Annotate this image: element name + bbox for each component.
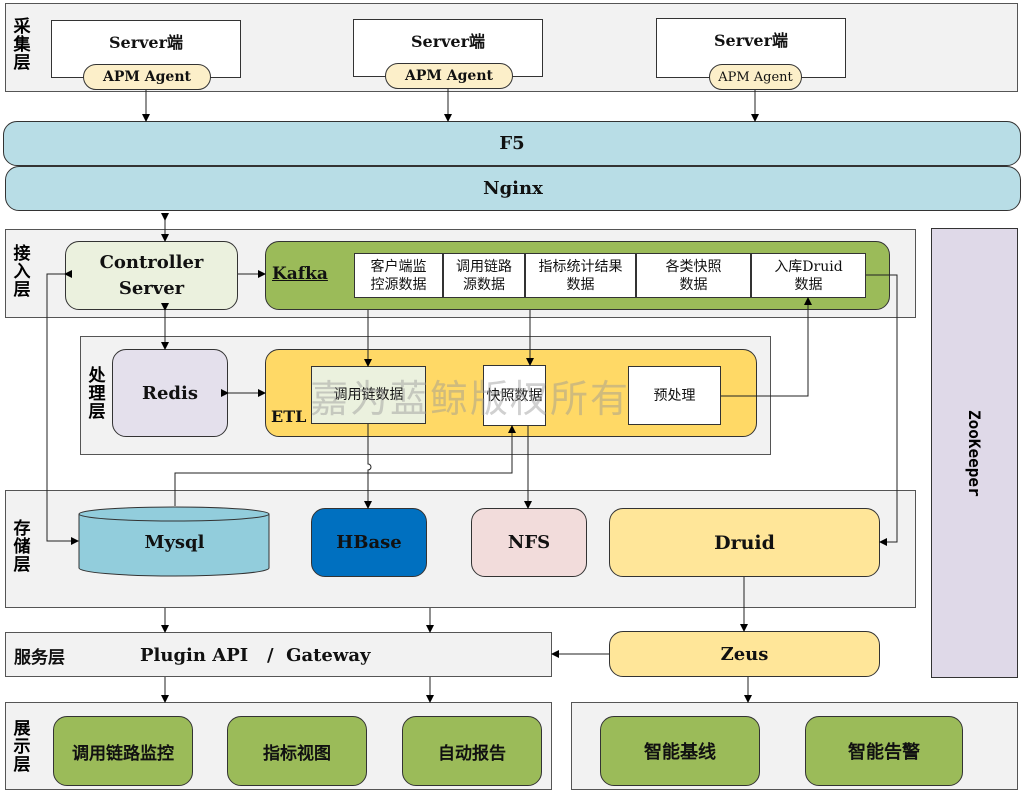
f5-label: F5 [499, 133, 525, 154]
mysql-database[interactable]: Mysql [78, 520, 271, 564]
apm-agent-3[interactable]: APM Agent [709, 64, 802, 90]
nginx-proxy[interactable]: Nginx [5, 166, 1021, 211]
topic-line1: 入库Druid [774, 258, 843, 275]
server-label: Server端 [713, 31, 789, 50]
display-auto-report[interactable]: 自动报告 [402, 716, 542, 786]
service-layer [5, 632, 552, 677]
hbase-store[interactable]: HBase [311, 508, 427, 577]
display-item-label: 指标视图 [263, 743, 331, 764]
topic-line2: 源数据 [463, 276, 505, 293]
zeus-label: Zeus [720, 643, 769, 665]
agent-label: APM Agent [718, 69, 793, 85]
process-layer-label: 处理层 [88, 366, 106, 422]
display-item-label: 调用链路监控 [72, 743, 174, 764]
topic-line1: 调用链路 [456, 258, 512, 275]
topic-line2: 数据 [679, 276, 708, 293]
display-layer-label: 展示层 [13, 719, 31, 775]
topic-line2: 控源数据 [370, 276, 427, 293]
nginx-label: Nginx [483, 178, 543, 199]
etl-trace-data[interactable]: 调用链数据 [311, 366, 426, 424]
druid-store[interactable]: Druid [609, 508, 880, 577]
etl-item-label: 快照数据 [486, 387, 543, 404]
display-trace-monitor[interactable]: 调用链路监控 [53, 716, 193, 786]
service-layer-label: 服务层 [14, 647, 65, 668]
watermark: 嘉为蓝鲸版权所有 [310, 376, 631, 421]
etl-label: ETL [271, 406, 307, 426]
etl-item-label: 调用链数据 [333, 387, 404, 403]
agent-label: APM Agent [103, 69, 191, 85]
display-item-label: 自动报告 [438, 743, 506, 764]
display-item-label: 智能基线 [644, 742, 716, 763]
plugin-api-gateway[interactable]: Plugin API / Gateway [140, 644, 371, 666]
collect-layer-label: 采集层 [13, 17, 31, 73]
server-label: Server端 [410, 32, 486, 51]
controller-line2: Server [118, 277, 185, 299]
redis-label: Redis [142, 382, 198, 404]
apm-agent-2[interactable]: APM Agent [385, 63, 513, 89]
druid-label: Druid [714, 531, 775, 554]
zookeeper[interactable]: ZooKeeper [931, 228, 1018, 678]
nfs-label: NFS [507, 532, 551, 553]
controller-line1: Controller [99, 251, 204, 273]
access-layer-label: 接入层 [13, 244, 31, 300]
nfs-store[interactable]: NFS [471, 508, 587, 577]
topic-line2: 数据 [794, 276, 823, 293]
zeus[interactable]: Zeus [609, 631, 880, 677]
kafka-topic-client[interactable]: 客户端监 控源数据 [354, 253, 443, 298]
redis[interactable]: Redis [112, 349, 228, 437]
mysql-label: Mysql [144, 531, 205, 553]
kafka-topic-druid[interactable]: 入库Druid 数据 [751, 253, 866, 298]
kafka-label: Kafka [272, 264, 328, 284]
topic-line2: 数据 [566, 276, 595, 293]
controller-server[interactable]: Controller Server [65, 241, 238, 310]
topic-line1: 客户端监 [370, 258, 427, 275]
storage-layer-label: 存储层 [13, 519, 31, 575]
etl-snapshot-data[interactable]: 快照数据 [483, 365, 546, 426]
hbase-label: HBase [336, 532, 402, 553]
display-metric-view[interactable]: 指标视图 [227, 716, 367, 786]
etl-item-label: 预处理 [653, 387, 696, 404]
smart-baseline[interactable]: 智能基线 [600, 716, 760, 786]
topic-line1: 指标统计结果 [538, 258, 623, 275]
kafka-topic-metrics[interactable]: 指标统计结果 数据 [525, 253, 636, 298]
server-label: Server端 [108, 33, 184, 52]
smart-alert[interactable]: 智能告警 [805, 716, 963, 786]
topic-line1: 各类快照 [665, 258, 722, 275]
agent-label: APM Agent [405, 68, 493, 84]
kafka-topic-trace[interactable]: 调用链路 源数据 [443, 253, 525, 298]
etl-preprocess[interactable]: 预处理 [628, 366, 721, 425]
display-item-label: 智能告警 [848, 742, 920, 763]
kafka-topic-snapshot[interactable]: 各类快照 数据 [636, 253, 751, 298]
mysql-cylinder-icon [78, 506, 270, 577]
f5-load-balancer[interactable]: F5 [3, 121, 1021, 166]
zookeeper-label: ZooKeeper [965, 409, 984, 497]
apm-agent-1[interactable]: APM Agent [83, 64, 211, 90]
